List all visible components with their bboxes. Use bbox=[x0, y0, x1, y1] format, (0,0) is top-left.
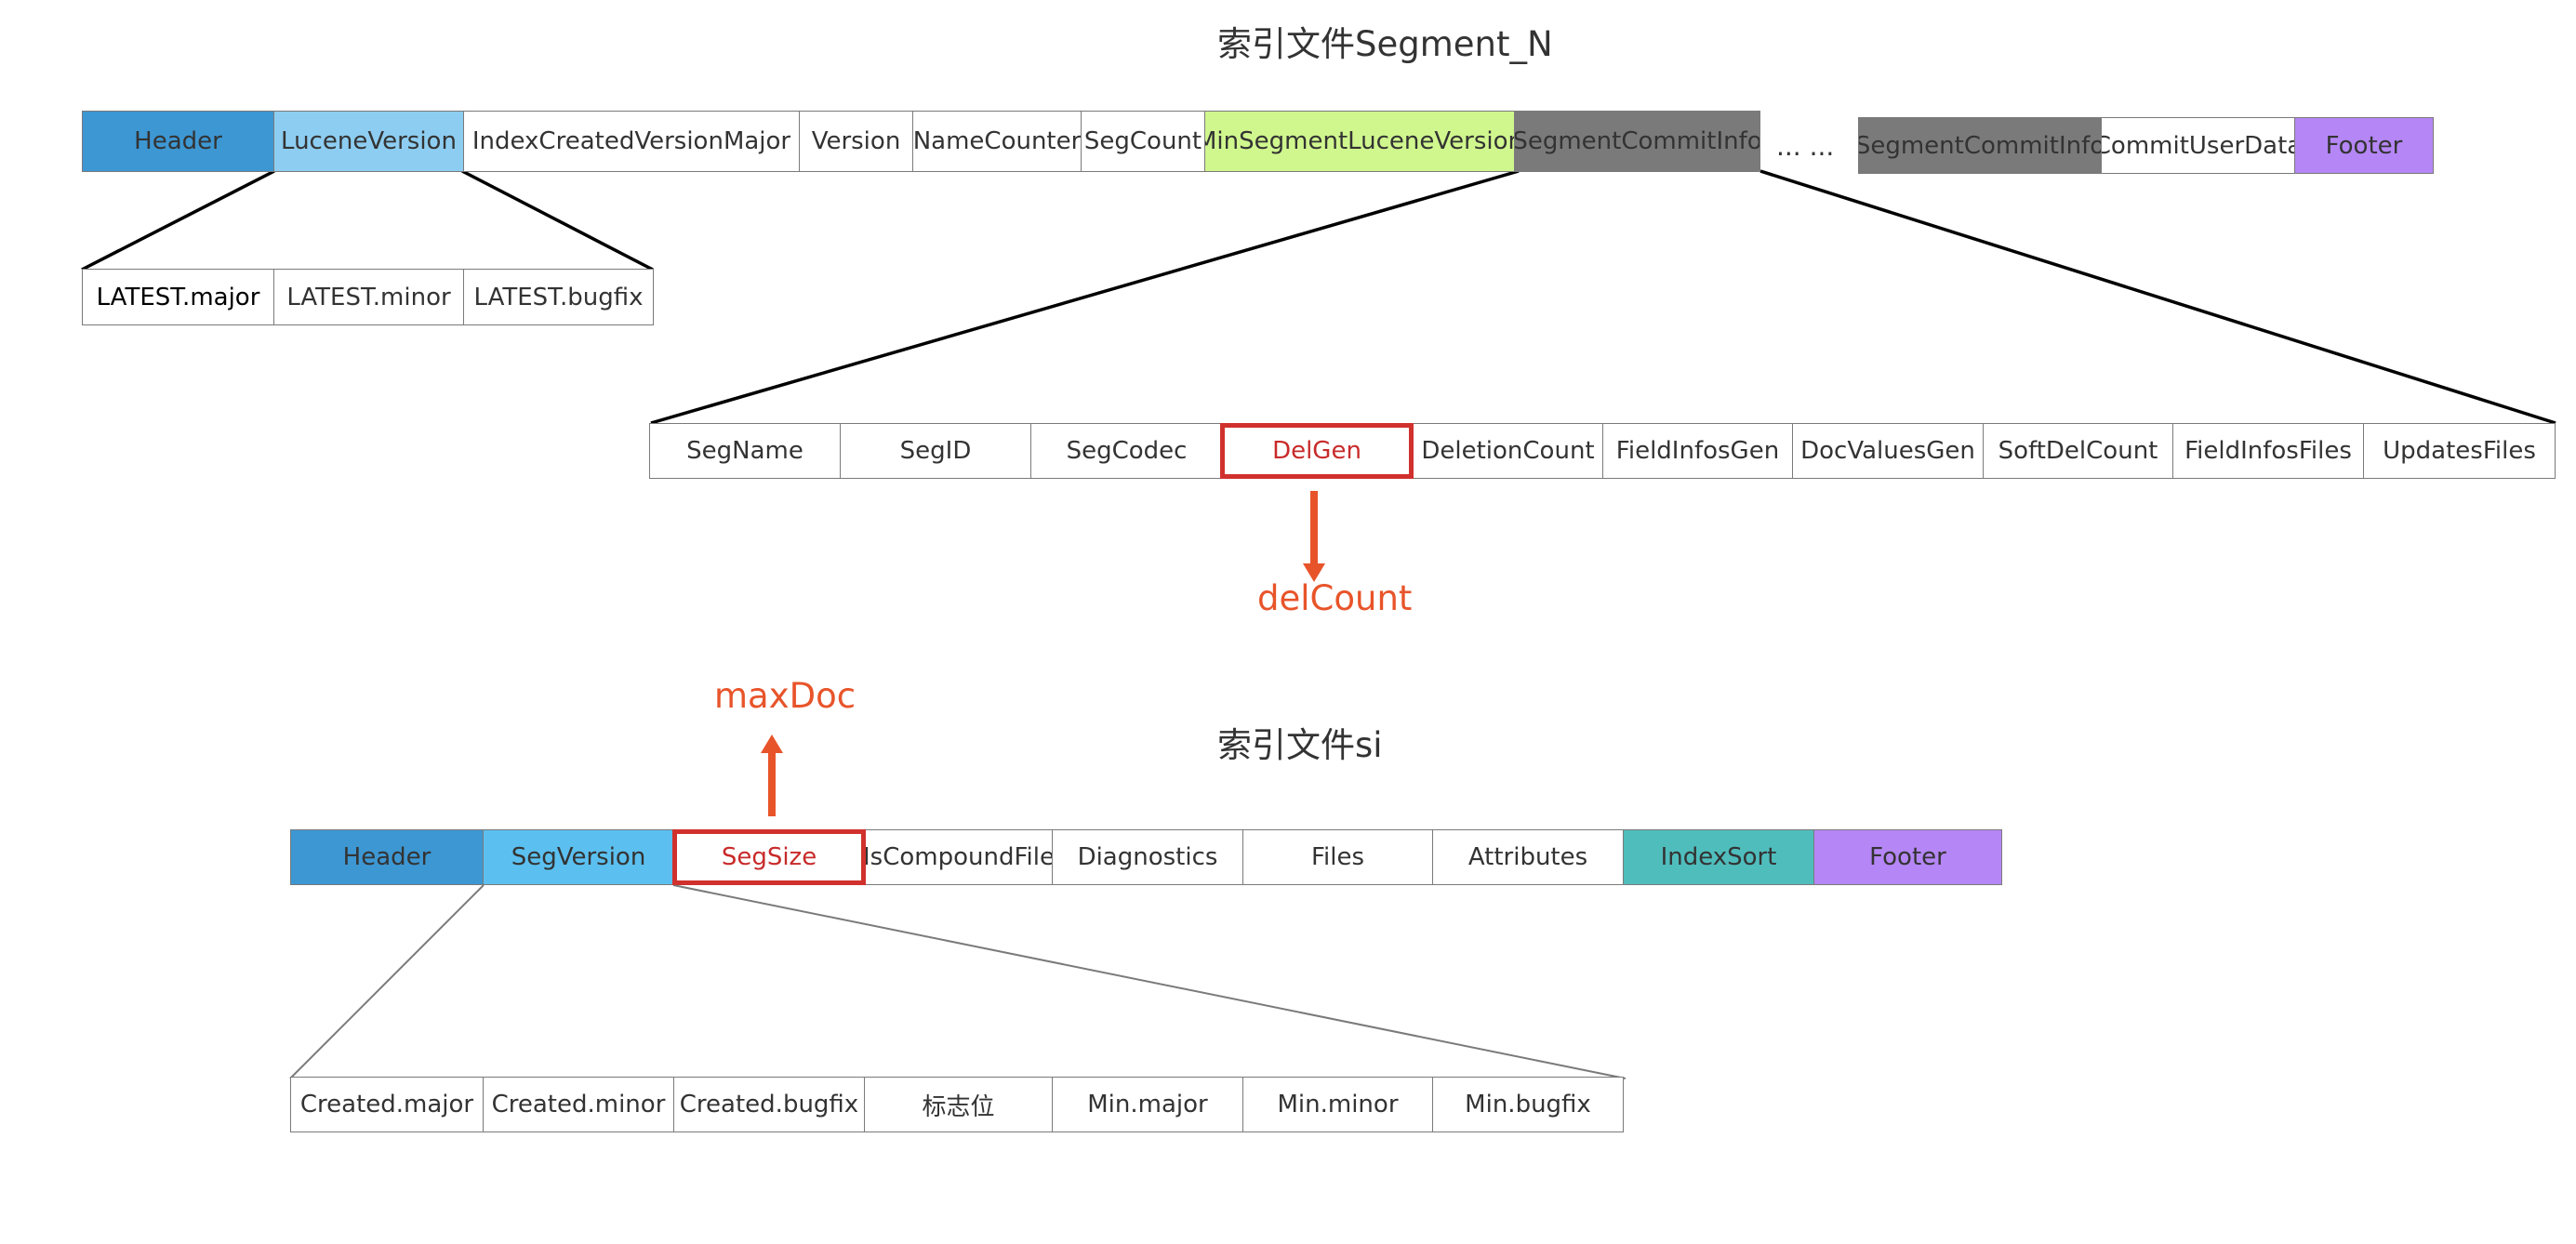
segn-commit-user-data-cell: CommitUserData bbox=[2101, 117, 2295, 174]
si-index-sort-cell: IndexSort bbox=[1623, 829, 1814, 885]
updates-files-cell: UpdatesFiles bbox=[2363, 423, 2556, 479]
flag-bit-cell: 标志位 bbox=[864, 1077, 1053, 1132]
segn-min-segment-lucene-version-cell: MinSegmentLuceneVersion bbox=[1204, 111, 1515, 172]
seg-codec-cell: SegCodec bbox=[1030, 423, 1223, 479]
lucene-version-expand-left bbox=[81, 169, 275, 271]
del-gen-cell: DelGen bbox=[1220, 423, 1414, 479]
si-diagnostics-cell: Diagnostics bbox=[1052, 829, 1243, 885]
segn-segment-commit-info-cell: SegmentCommitInfo bbox=[1514, 111, 1760, 172]
segn-version-cell: Version bbox=[799, 111, 913, 172]
segn-header-cell: Header bbox=[82, 111, 274, 172]
min-minor-cell: Min.minor bbox=[1242, 1077, 1433, 1132]
seg-version-expand-right bbox=[672, 884, 1627, 1079]
segment-commit-info-expand-right bbox=[1759, 169, 2556, 425]
si-attributes-cell: Attributes bbox=[1432, 829, 1624, 885]
seg-name-cell: SegName bbox=[649, 423, 841, 479]
deletion-count-cell: DeletionCount bbox=[1413, 423, 1603, 479]
doc-values-gen-cell: DocValuesGen bbox=[1792, 423, 1984, 479]
segn-name-counter-cell: NameCounter bbox=[912, 111, 1082, 172]
seg-id-cell: SegID bbox=[840, 423, 1031, 479]
delcount-note: delCount bbox=[1257, 578, 1413, 618]
si-footer-cell: Footer bbox=[1813, 829, 2002, 885]
min-major-cell: Min.major bbox=[1052, 1077, 1243, 1132]
created-major-cell: Created.major bbox=[290, 1077, 484, 1132]
segn-seg-count-cell: SegCount bbox=[1081, 111, 1205, 172]
si-seg-size-cell: SegSize bbox=[672, 829, 866, 885]
latest-minor-cell: LATEST.minor bbox=[273, 269, 464, 325]
si-header-cell: Header bbox=[290, 829, 484, 885]
latest-major-cell: LATEST.major bbox=[82, 269, 274, 325]
created-minor-cell: Created.minor bbox=[483, 1077, 674, 1132]
si-files-cell: Files bbox=[1242, 829, 1433, 885]
maxdoc-note: maxDoc bbox=[714, 676, 856, 716]
field-infos-files-cell: FieldInfosFiles bbox=[2172, 423, 2364, 479]
segn-ellipsis: ... ... bbox=[1776, 131, 1835, 162]
segment-n-title: 索引文件Segment_N bbox=[1217, 24, 1553, 64]
si-title: 索引文件si bbox=[1217, 725, 1383, 765]
segn-footer-cell: Footer bbox=[2294, 117, 2434, 174]
min-bugfix-cell: Min.bugfix bbox=[1432, 1077, 1624, 1132]
latest-bugfix-cell: LATEST.bugfix bbox=[463, 269, 654, 325]
si-is-compound-file-cell: IsCompoundFile bbox=[865, 829, 1053, 885]
delgen-arrow bbox=[1303, 491, 1325, 582]
created-bugfix-cell: Created.bugfix bbox=[673, 1077, 865, 1132]
segn-lucene-version-cell: LuceneVersion bbox=[273, 111, 464, 172]
segsize-arrow bbox=[761, 734, 783, 816]
segn-index-created-version-major-cell: IndexCreatedVersionMajor bbox=[463, 111, 800, 172]
si-seg-version-cell: SegVersion bbox=[483, 829, 674, 885]
seg-version-expand-left bbox=[289, 884, 485, 1079]
segment-commit-info-expand-left bbox=[650, 169, 1520, 425]
lucene-version-expand-right bbox=[461, 169, 654, 271]
segn-segment-commit-info-2-cell: SegmentCommitInfo bbox=[1858, 117, 2102, 174]
soft-del-count-cell: SoftDelCount bbox=[1983, 423, 2173, 479]
field-infos-gen-cell: FieldInfosGen bbox=[1602, 423, 1793, 479]
